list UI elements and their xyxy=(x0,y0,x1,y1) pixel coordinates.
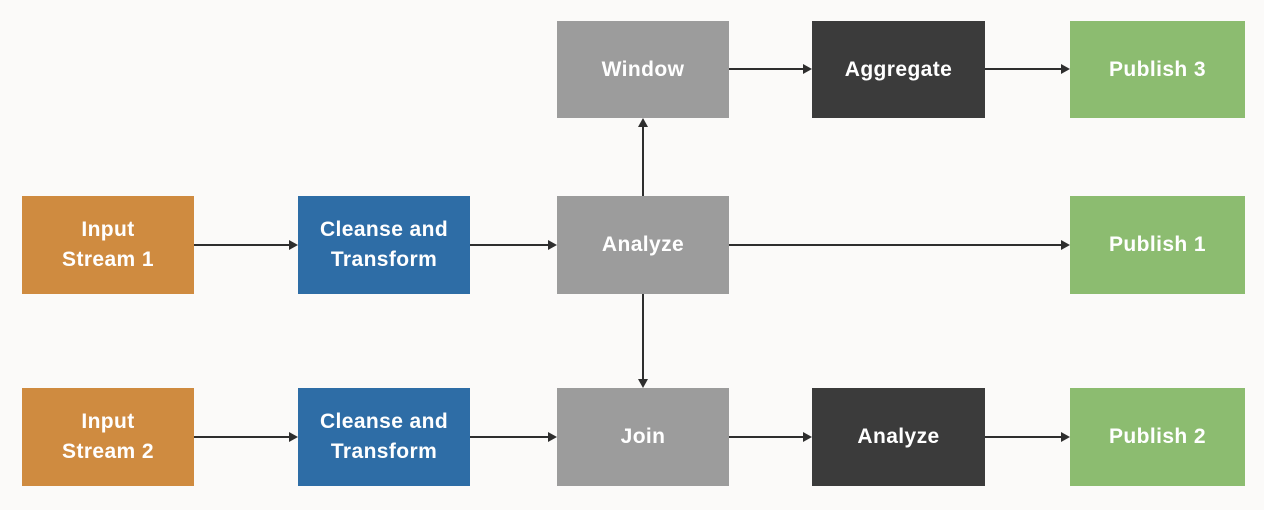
arrow-input1-to-cleanse1 xyxy=(194,240,298,250)
node-input-stream-1-line1: Input xyxy=(81,218,135,241)
node-aggregate: Aggregate xyxy=(812,21,985,118)
arrow-input2-to-cleanse2 xyxy=(194,432,298,442)
arrow-window-to-aggregate xyxy=(729,64,812,74)
arrow-analyze-to-join xyxy=(638,294,648,388)
node-publish-3-label: Publish 3 xyxy=(1109,57,1206,81)
arrow-analyze-to-window xyxy=(638,118,648,196)
node-cleanse-transform-top: Cleanse and Transform xyxy=(298,196,470,294)
node-input-stream-1-line2: Stream 1 xyxy=(62,248,154,271)
node-cleanse-transform-bottom: Cleanse and Transform xyxy=(298,388,470,486)
node-cleanse-transform-bottom-line1: Cleanse and xyxy=(319,410,449,433)
node-aggregate-label: Aggregate xyxy=(844,57,953,81)
node-input-stream-2-line1: Input xyxy=(81,410,135,433)
node-join-label: Join xyxy=(620,425,666,448)
node-publish-2: Publish 2 xyxy=(1070,388,1245,486)
node-input-stream-2: Input Stream 2 xyxy=(22,388,194,486)
arrow-cleanse2-to-join xyxy=(470,432,557,442)
node-publish-3: Publish 3 xyxy=(1070,21,1245,118)
node-join: Join xyxy=(557,388,729,486)
node-analyze-middle: Analyze xyxy=(557,196,729,294)
arrow-analyze2-to-publish2 xyxy=(985,432,1070,442)
node-publish-2-label: Publish 2 xyxy=(1109,425,1206,448)
arrow-analyze-to-publish1 xyxy=(729,240,1070,250)
node-input-stream-2-line2: Stream 2 xyxy=(62,440,154,463)
node-analyze-bottom-label: Analyze xyxy=(857,425,940,448)
node-analyze-bottom: Analyze xyxy=(812,388,985,486)
node-window: Window xyxy=(557,21,729,118)
arrow-join-to-analyze2 xyxy=(729,432,812,442)
node-cleanse-transform-bottom-line2: Transform xyxy=(330,440,438,463)
node-analyze-middle-label: Analyze xyxy=(601,233,685,256)
node-window-label: Window xyxy=(601,57,685,81)
node-publish-1-label: Publish 1 xyxy=(1109,233,1206,256)
node-cleanse-transform-top-line1: Cleanse and xyxy=(319,218,449,241)
node-publish-1: Publish 1 xyxy=(1070,196,1245,294)
arrow-aggregate-to-publish3 xyxy=(985,64,1070,74)
node-input-stream-1: Input Stream 1 xyxy=(22,196,194,294)
node-cleanse-transform-top-line2: Transform xyxy=(330,248,438,271)
arrow-cleanse1-to-analyze xyxy=(470,240,557,250)
